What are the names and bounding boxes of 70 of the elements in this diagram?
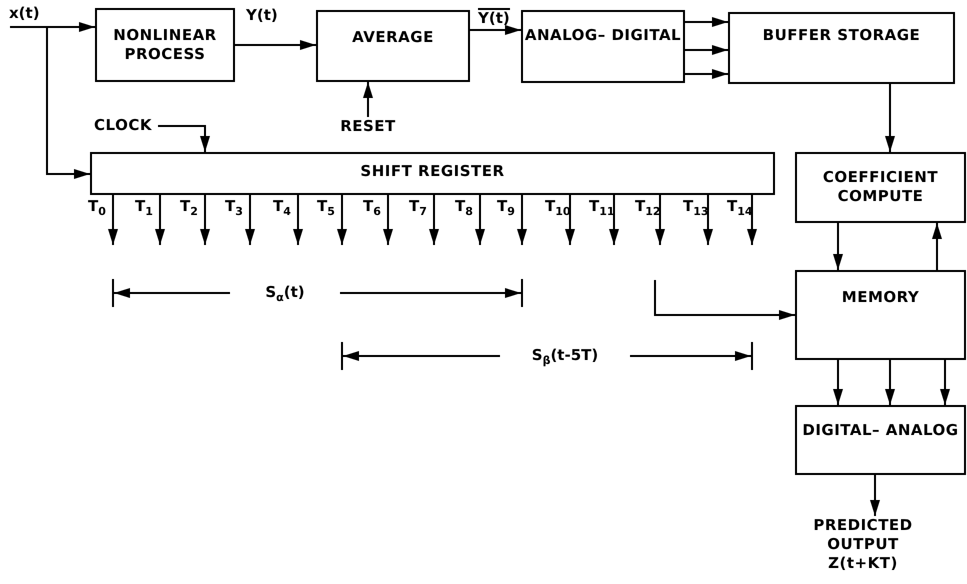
process-box (316, 10, 470, 82)
arrow (245, 195, 255, 245)
edge-label: Y(t) (246, 6, 278, 24)
box-label: COEFFICIENT COMPUTE (822, 168, 940, 206)
arrow (200, 195, 210, 245)
arrow (609, 195, 619, 245)
signal-label: RESET (330, 117, 406, 137)
box-label: AVERAGE (352, 28, 434, 47)
process-box (521, 10, 685, 83)
edge-label: T$_{0}$ (88, 197, 106, 220)
edge-label: T$_{9}$ (497, 197, 515, 220)
edge-label: x(t) (9, 4, 40, 22)
process-box (795, 152, 966, 223)
process-box (728, 12, 955, 84)
edge-label: T$_{5}$ (317, 197, 335, 220)
box-label: MEMORY (842, 288, 920, 307)
box-label: DIGITAL– ANALOG (802, 421, 959, 440)
edge-label: T$_{4}$ (273, 197, 291, 220)
arrow (747, 195, 757, 245)
arrow (108, 195, 118, 245)
arrow (885, 360, 895, 405)
edge-label: T$_{2}$ (180, 197, 198, 220)
edge-label: T$_{8}$ (455, 197, 473, 220)
arrow (337, 195, 347, 245)
box-label: NONLINEAR PROCESS (112, 26, 218, 64)
arrow (429, 195, 439, 245)
arrow (383, 195, 393, 245)
arrow (932, 223, 942, 270)
arrow (10, 22, 95, 32)
process-box (95, 8, 235, 82)
box-label: ANALOG– DIGITAL (524, 26, 682, 45)
arrow (363, 82, 373, 117)
signal-label: CLOCK (88, 116, 158, 136)
arrow (655, 195, 665, 245)
arrow (293, 195, 303, 245)
process-box (90, 152, 775, 195)
edge-label: T$_{13}$ (683, 197, 709, 220)
arrow (870, 475, 880, 516)
arrow (565, 195, 575, 245)
dimension-label: S$_{β}$(t-5T) (530, 346, 600, 369)
arrow (685, 17, 728, 27)
arrow (155, 195, 165, 245)
process-box (795, 270, 966, 360)
arrow (703, 195, 713, 245)
arrow (685, 45, 728, 55)
edge-label: T$_{6}$ (363, 197, 381, 220)
arrow (940, 360, 950, 405)
signal-label: PREDICTED OUTPUT Z(t+KT) (804, 516, 922, 580)
box-label: BUFFER STORAGE (762, 26, 920, 45)
box-label: SHIFT REGISTER (360, 162, 505, 181)
edge-label: T$_{7}$ (409, 197, 427, 220)
arrow (517, 195, 527, 245)
arrow (46, 27, 90, 179)
arrow (158, 125, 210, 152)
arrow (470, 25, 521, 35)
arrow (685, 69, 728, 79)
edge-label: T$_{1}$ (135, 197, 153, 220)
edge-label: Y(t) (478, 8, 510, 26)
arrow (833, 360, 843, 405)
arrow (475, 195, 485, 245)
edge-label: T$_{3}$ (225, 197, 243, 220)
process-box (795, 405, 966, 475)
arrow (235, 40, 316, 50)
edge-label: T$_{11}$ (589, 197, 615, 220)
dimension-label: S$_{α}$(t) (264, 283, 306, 306)
edge-label: T$_{14}$ (727, 197, 753, 220)
arrow (885, 84, 895, 152)
arrow (833, 223, 843, 270)
edge-label: T$_{12}$ (635, 197, 661, 220)
arrow (654, 280, 795, 320)
